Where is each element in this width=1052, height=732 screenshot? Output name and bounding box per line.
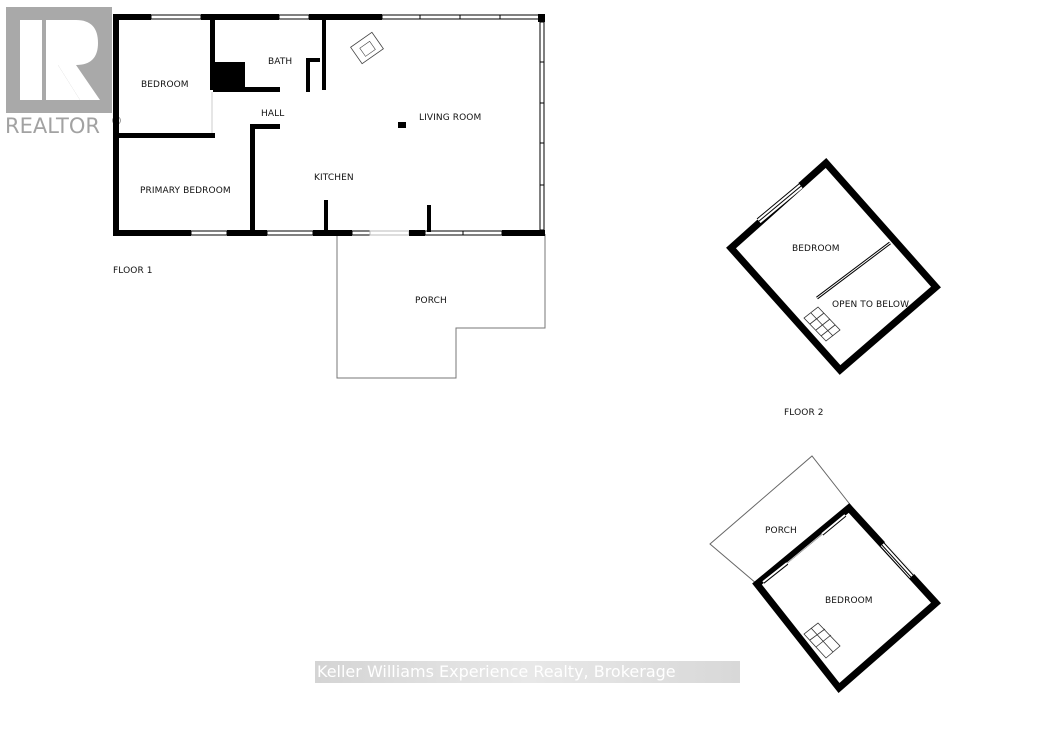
room-label-kitchen: KITCHEN [314,173,354,183]
realtor-r-icon [20,20,100,100]
brokerage-watermark: Keller Williams Experience Realty, Broke… [315,661,740,683]
floor-2-upper-plan [726,158,941,375]
stairs-icon [803,622,841,659]
room-label-bedroom-upper: BEDROOM [792,244,840,254]
floor-1-plan [113,14,546,379]
fireplace-icon [350,31,384,65]
floor-2-label: FLOOR 2 [784,408,824,418]
room-label-hall: HALL [261,109,285,119]
room-label-primary-bedroom: PRIMARY BEDROOM [140,186,231,196]
stairs-icon [803,306,841,342]
floor-2-lower-plan [709,455,941,694]
room-label-bedroom-lower: BEDROOM [825,596,873,606]
realtor-logo-text: REALTOR [5,114,100,138]
room-label-bath: BATH [268,57,293,67]
room-label-porch-upper: PORCH [765,526,797,536]
room-label-porch: PORCH [415,296,447,306]
room-label-living-room: LIVING ROOM [419,113,482,123]
room-label-open-to-below: OPEN TO BELOW [832,300,910,310]
floor-1-label: FLOOR 1 [113,266,153,276]
room-label-bedroom: BEDROOM [141,80,189,90]
realtor-logo [6,7,112,113]
